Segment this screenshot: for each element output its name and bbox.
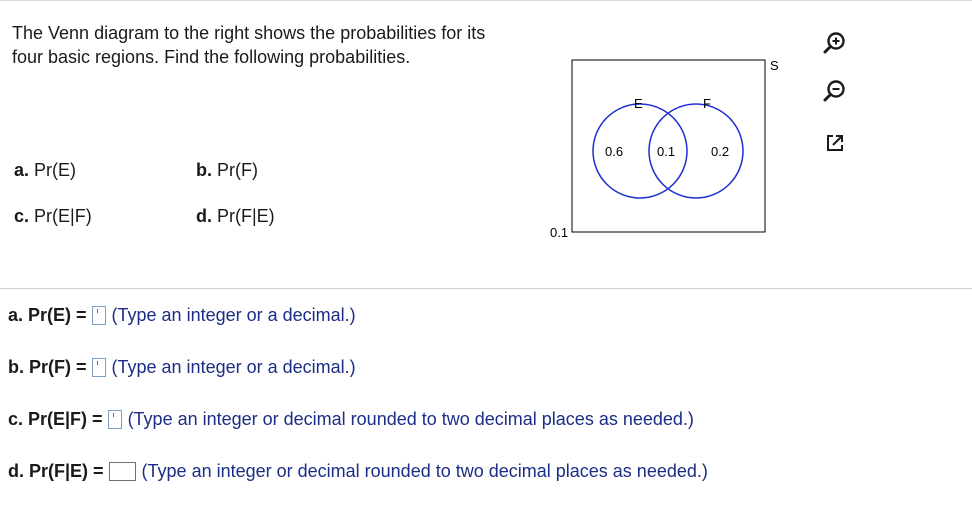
part-c-label: c. Pr(E|F) xyxy=(14,206,92,227)
part-letter: a. xyxy=(14,160,30,180)
answer-hint: (Type an integer or decimal rounded to t… xyxy=(127,409,694,429)
answer-label: b. Pr(F) = xyxy=(8,357,87,377)
answer-label: c. Pr(E|F) = xyxy=(8,409,103,429)
answer-input-a[interactable] xyxy=(91,306,106,325)
answer-row-d: d. Pr(F|E) = (Type an integer or decimal… xyxy=(8,461,708,482)
answer-label: a. Pr(E) = xyxy=(8,305,87,325)
top-divider xyxy=(0,0,972,1)
answer-row-a: a. Pr(E) = (Type an integer or a decimal… xyxy=(8,305,356,326)
answer-hint: (Type an integer or a decimal.) xyxy=(111,357,356,377)
input-caret-icon xyxy=(96,361,98,365)
intersection-probability: 0.1 xyxy=(657,144,675,159)
universe-rectangle xyxy=(571,59,766,233)
part-a-label: a. Pr(E) xyxy=(14,160,76,181)
f-only-probability: 0.2 xyxy=(711,144,729,159)
zoom-in-button[interactable] xyxy=(822,30,848,56)
set-f-label: F xyxy=(703,96,711,111)
venn-diagram: S E F 0.6 0.1 0.2 0.1 xyxy=(548,50,788,240)
input-caret-icon xyxy=(96,309,98,313)
answer-row-c: c. Pr(E|F) = (Type an integer or decimal… xyxy=(8,409,694,430)
part-expression: Pr(F|E) xyxy=(212,206,275,226)
set-f-circle xyxy=(648,103,744,199)
answer-hint: (Type an integer or decimal rounded to t… xyxy=(141,461,708,481)
section-divider xyxy=(0,288,972,289)
answer-input-b[interactable] xyxy=(91,358,106,377)
part-letter: c. xyxy=(14,206,30,226)
zoom-in-icon xyxy=(823,32,845,54)
set-e-label: E xyxy=(634,96,643,111)
part-expression: Pr(E|F) xyxy=(29,206,92,226)
answer-input-c[interactable] xyxy=(107,410,122,429)
answer-hint: (Type an integer or a decimal.) xyxy=(111,305,356,325)
input-caret-icon xyxy=(112,413,114,417)
part-letter: b. xyxy=(196,160,212,180)
popout-icon xyxy=(827,135,843,151)
answer-label: d. Pr(F|E) = xyxy=(8,461,104,481)
e-only-probability: 0.6 xyxy=(605,144,623,159)
question-prompt: The Venn diagram to the right shows the … xyxy=(12,23,486,67)
part-letter: d. xyxy=(196,206,212,226)
set-e-circle xyxy=(592,103,688,199)
universe-label: S xyxy=(770,58,779,73)
popout-button[interactable] xyxy=(822,130,848,156)
part-expression: Pr(F) xyxy=(212,160,258,180)
zoom-out-icon xyxy=(823,80,845,102)
part-expression: Pr(E) xyxy=(29,160,77,180)
answer-row-b: b. Pr(F) = (Type an integer or a decimal… xyxy=(8,357,356,378)
outside-probability: 0.1 xyxy=(550,225,568,240)
zoom-out-button[interactable] xyxy=(822,78,848,104)
answer-input-d[interactable] xyxy=(108,462,136,481)
part-d-label: d. Pr(F|E) xyxy=(196,206,275,227)
part-b-label: b. Pr(F) xyxy=(196,160,258,181)
